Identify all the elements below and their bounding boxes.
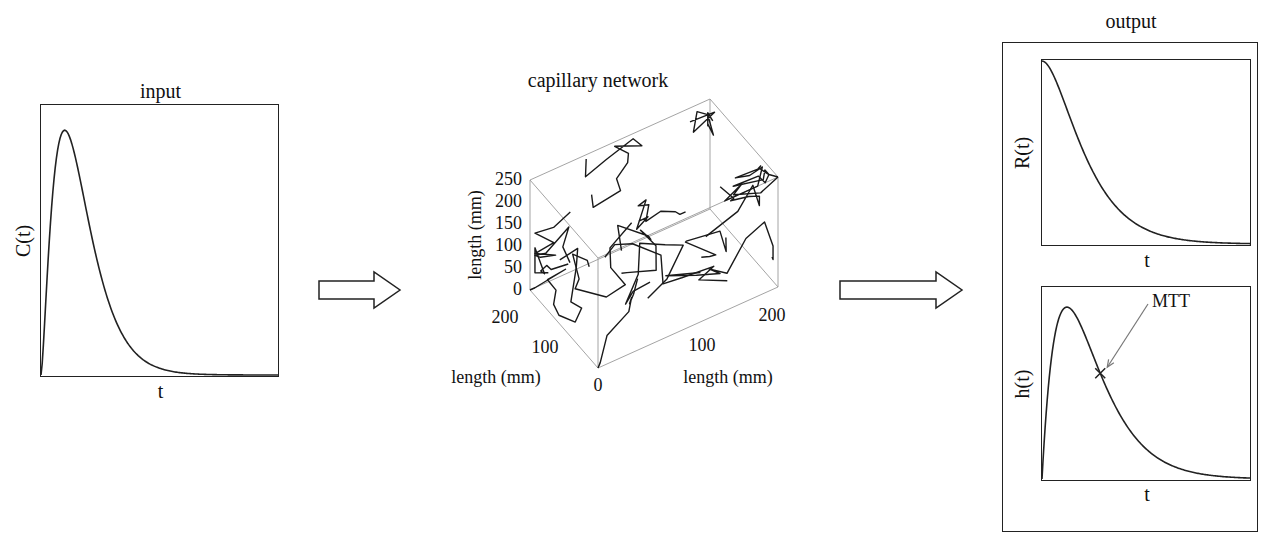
axis-label: C(t) <box>12 225 34 257</box>
network-region: capillary network <box>440 70 800 400</box>
cube-edge <box>530 180 598 258</box>
residue-plot: R(t)t <box>1041 59 1251 246</box>
tick-label: 100 <box>532 338 559 358</box>
axis-title: length (mm) <box>451 368 540 388</box>
cube-edge <box>530 99 710 180</box>
leader-arrowhead <box>1107 359 1114 367</box>
leader-line <box>1107 304 1148 367</box>
cube-edge <box>710 209 778 287</box>
tick-label: 0 <box>513 280 522 300</box>
cube-edge <box>598 258 599 368</box>
axis-label: R(t) <box>1011 137 1033 169</box>
transit-plot: h(t)tMTT <box>1041 286 1251 481</box>
capillary-segment <box>605 244 727 284</box>
capillary-segment <box>573 223 632 297</box>
tick-label: 0 <box>594 376 603 396</box>
axis-title: length (mm) <box>683 368 772 388</box>
cube-edge <box>530 290 598 368</box>
panel-title: output <box>1105 10 1156 32</box>
tick-label: 150 <box>495 214 522 234</box>
tick-label: 250 <box>495 170 522 190</box>
tick-label: 100 <box>689 336 716 356</box>
cube-edge <box>778 177 779 287</box>
panel-title: input <box>140 80 181 102</box>
capillary-vessels <box>530 112 778 368</box>
axis-label: t <box>158 380 164 402</box>
capillary-segment <box>535 212 570 263</box>
callout-label: MTT <box>1152 292 1190 312</box>
tick-label: 200 <box>759 306 786 326</box>
axis-label: h(t) <box>1011 370 1033 399</box>
flow-arrow <box>840 272 962 308</box>
capillary-segment <box>686 231 727 257</box>
curve-plots <box>41 61 1250 479</box>
cube-edge <box>598 287 778 368</box>
axis-label: t <box>1144 249 1150 271</box>
input-plot: inputC(t)t <box>40 104 279 377</box>
capillary-segment <box>585 139 641 208</box>
curve-line <box>41 130 278 375</box>
cube-edge <box>530 180 531 290</box>
axis-label: t <box>1144 483 1150 505</box>
tick-label: 100 <box>495 236 522 256</box>
mtt-marker <box>1095 304 1148 378</box>
mtt-cross <box>1095 368 1105 378</box>
capillary-segment <box>598 279 638 368</box>
curve-line <box>1042 307 1250 479</box>
capillary-segment <box>725 166 778 201</box>
cube-edge <box>710 99 778 177</box>
tick-label: 200 <box>495 192 522 212</box>
capillary-segment <box>690 112 715 136</box>
cube-edge <box>598 177 778 258</box>
tick-label: 200 <box>492 308 519 328</box>
output-panel: outputR(t)th(t)tMTT <box>1002 42 1258 532</box>
panel-title: capillary network <box>528 69 669 91</box>
cube-frame <box>530 99 778 368</box>
capillary-segment <box>637 200 686 229</box>
curve-line <box>1042 61 1250 244</box>
capillary-segment <box>706 185 760 236</box>
flow-arrow <box>319 272 400 308</box>
axis-title: length (mm) <box>466 190 486 279</box>
tick-label: 50 <box>504 258 522 278</box>
